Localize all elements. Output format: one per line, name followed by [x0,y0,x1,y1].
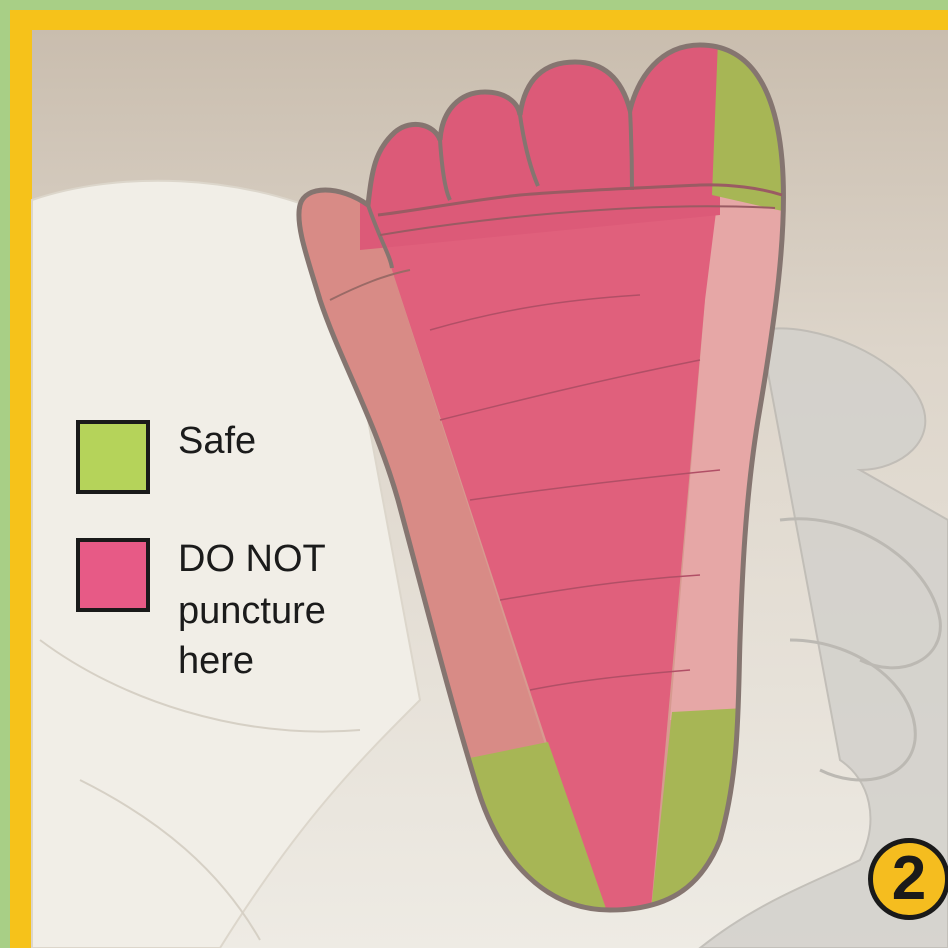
danger-legend-label-line2: puncture [178,590,326,632]
safe-legend-label: Safe [178,420,256,462]
step-number-badge: 2 [868,838,948,920]
danger-legend-swatch [76,538,150,612]
danger-legend-label-line3: here [178,640,254,682]
danger-legend-label-line1: DO NOT [178,538,326,580]
safe-legend-swatch [76,420,150,494]
toe-crease [630,110,632,190]
